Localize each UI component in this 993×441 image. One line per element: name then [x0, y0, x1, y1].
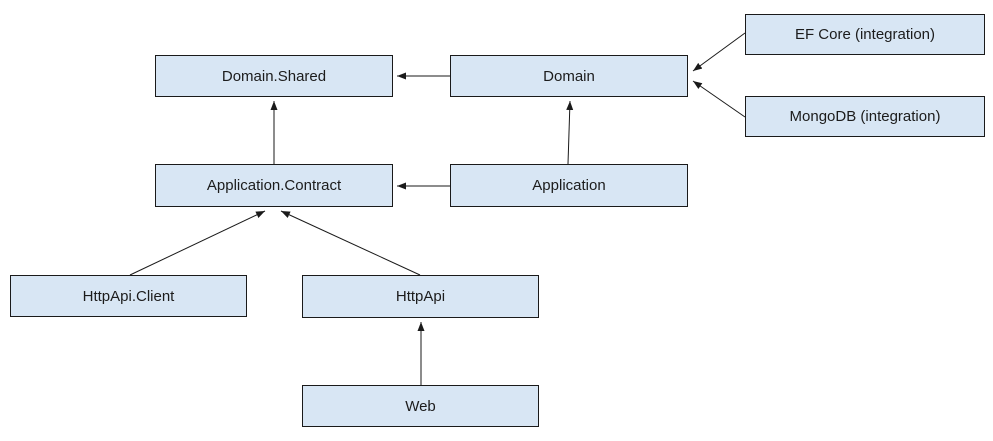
- node-application-contract: Application.Contract: [155, 164, 393, 207]
- node-web: Web: [302, 385, 539, 427]
- node-httpapi: HttpApi: [302, 275, 539, 318]
- edge-efcore-to-domain: [692, 32, 746, 72]
- edge-mongodb-to-domain: [692, 80, 746, 118]
- edge-httpapi-to-appcontract: [280, 210, 421, 276]
- node-mongodb-integration: MongoDB (integration): [745, 96, 985, 137]
- node-domain-shared: Domain.Shared: [155, 55, 393, 97]
- node-httpapi-client: HttpApi.Client: [10, 275, 247, 317]
- node-domain: Domain: [450, 55, 688, 97]
- node-application: Application: [450, 164, 688, 207]
- edge-httpapiclient-to-appcontract: [129, 210, 266, 276]
- edge-application-to-domain: [566, 100, 574, 165]
- node-ef-core-integration: EF Core (integration): [745, 14, 985, 55]
